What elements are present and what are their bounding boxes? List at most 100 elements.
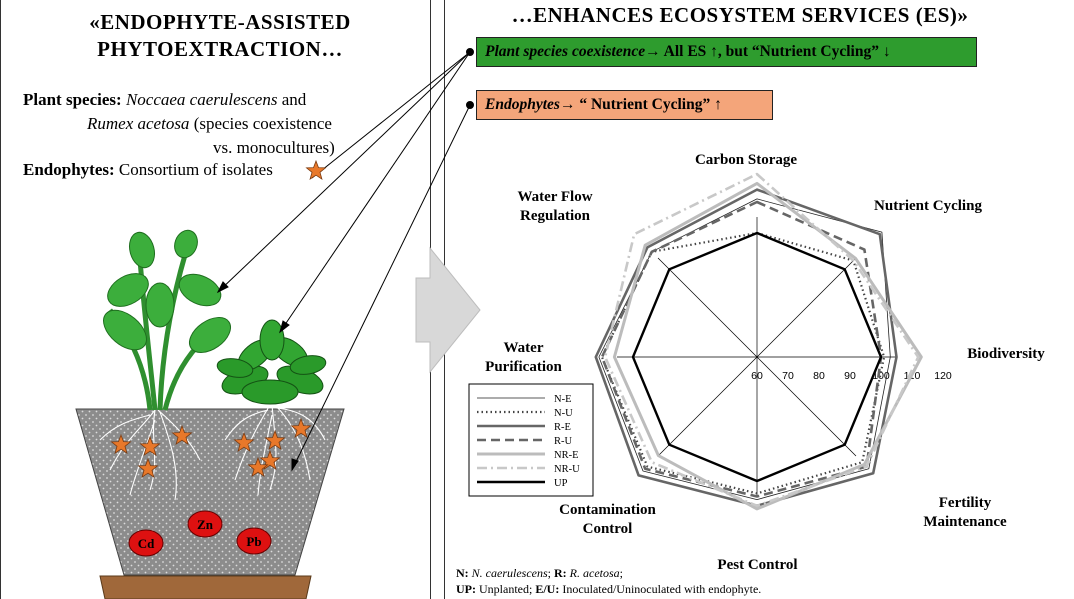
- plant-species-line1: Plant species: Noccaea caerulescens and: [23, 88, 306, 112]
- radar-legend: N-E N-U R-E R-U NR-E NR-U UP: [468, 383, 594, 497]
- legend-label: NR-U: [554, 464, 580, 475]
- legend-label: N-E: [554, 394, 572, 405]
- plant-name-noccaea: Noccaea caerulescens: [125, 90, 278, 109]
- root: [99, 414, 151, 441]
- endophytes-line: Endophytes: Consortium of isolates: [23, 158, 273, 182]
- radar-axis-label-line: Water: [503, 340, 544, 356]
- plant-name-rumex: Rumex acetosa: [87, 114, 190, 133]
- legend-label: NR-E: [554, 450, 579, 461]
- radar-series-n-u: [600, 231, 886, 495]
- root: [129, 419, 156, 496]
- radar-tick-label: 120: [934, 370, 952, 382]
- footnote-eu-label: E/U:: [535, 582, 560, 596]
- radar-axis-label-pest-control: Pest Control: [690, 556, 825, 575]
- footnote-line2: UP: Unplanted; E/U: Inoculated/Uninocula…: [456, 581, 761, 597]
- root: [159, 411, 177, 501]
- radar-axis-label-line: Fertility: [938, 495, 992, 511]
- endophytes-text: Consortium of isolates: [114, 160, 273, 179]
- left-title-line2: PHYTOEXTRACTION…: [97, 37, 343, 61]
- endophyte-star-icon: [247, 456, 269, 478]
- radar-series-up: [631, 231, 883, 483]
- radar-spoke: [657, 257, 758, 358]
- root: [275, 407, 326, 441]
- plant-species-line2: Rumex acetosa (species coexistence: [87, 112, 332, 136]
- radar-tick-label: 80: [813, 370, 825, 382]
- radar-tick-label: 60: [751, 370, 763, 382]
- root: [109, 409, 156, 471]
- radar-axis-label-line: Contamination: [559, 502, 656, 518]
- metal-marker: [128, 529, 164, 557]
- radar-series-nr-e: [612, 181, 923, 511]
- endophyte-star-icon: [139, 435, 161, 457]
- legend-label: R-E: [554, 422, 571, 433]
- radar-series-n-e: [598, 198, 891, 501]
- radar-axis-label-line: Purification: [485, 359, 562, 375]
- metal-label: Cd: [138, 536, 155, 551]
- root: [224, 409, 269, 441]
- rumex-plant: [216, 319, 327, 405]
- plant-roots: [99, 404, 326, 501]
- footnote-r-value: R. acetosa: [569, 566, 620, 580]
- root: [274, 404, 311, 481]
- footnote-n-label: N:: [456, 566, 469, 580]
- endophytes-rest: → “ Nutrient Cycling” ↑: [559, 96, 722, 113]
- connector-arrows: [216, 48, 474, 472]
- footnote-up-value: Unplanted;: [476, 582, 536, 596]
- metal-marker: [236, 527, 272, 555]
- endophyte-star-icon: [305, 159, 327, 181]
- radar-spoke: [657, 356, 758, 457]
- radar-axis-label-carbon-storage: Carbon Storage: [676, 151, 816, 170]
- endophyte-star-icon: [137, 457, 159, 479]
- radar-series-nr-u: [603, 172, 920, 508]
- pot-saucer: [99, 575, 312, 599]
- transition-arrow: [415, 246, 481, 374]
- legend-label: R-U: [554, 436, 573, 447]
- endophytes-label: Endophytes:: [23, 160, 115, 179]
- radar-axis-label-line: Control: [582, 521, 633, 537]
- radar-axis-label-line: Nutrient Cycling: [874, 198, 982, 214]
- radar-tick-label: 90: [844, 370, 856, 382]
- radar-axis-label-line: Regulation: [519, 208, 590, 224]
- legend-label: UP: [554, 478, 568, 489]
- footnote-eu-value: Inoculated/Uninoculated with endophyte.: [559, 582, 762, 596]
- left-title-line1: «ENDOPHYTE-ASSISTED: [89, 10, 351, 34]
- radar-axis-label-line: Pest Control: [717, 557, 798, 573]
- plant-species-label: Plant species:: [23, 90, 122, 109]
- radar-axis-label-line: Maintenance: [923, 514, 1007, 530]
- noccaea-plant: [103, 229, 231, 411]
- footnote-n-value: N. caerulescens: [471, 566, 548, 580]
- endophyte-star-icon: [290, 417, 312, 439]
- radar-axis-label-nutrient-cycling: Nutrient Cycling: [858, 197, 998, 216]
- endophyte-star-icon: [264, 429, 286, 451]
- radar-spoke: [756, 257, 857, 358]
- footnote-line1: N: N. caerulescens; R: R. acetosa;: [456, 566, 624, 580]
- endophyte-star-icon: [259, 449, 281, 471]
- metal-marker: [187, 510, 223, 538]
- endophyte-star-icon: [171, 424, 193, 446]
- legend-box: [468, 383, 594, 497]
- radar-spoke: [756, 356, 857, 457]
- coexistence-rest: → All ES ↑, but “Nutrient Cycling” ↓: [645, 43, 891, 60]
- endophyte-star-icon: [110, 433, 132, 455]
- root: [269, 404, 277, 491]
- plant-note1: (species coexistence: [189, 114, 332, 133]
- radar-axis-label-line: Carbon Storage: [694, 152, 798, 168]
- radar-axis-label-line: Biodiversity: [967, 346, 1045, 362]
- endophytes-italic: Endophytes: [485, 96, 560, 113]
- radar-axis-label-biodiversity: Biodiversity: [951, 345, 1061, 364]
- right-title: …ENHANCES ECOSYSTEM SERVICES (ES)»: [511, 3, 969, 27]
- plant-species-line3: vs. monocultures): [213, 138, 335, 157]
- legend-label: N-U: [554, 408, 573, 419]
- metal-label: Zn: [197, 517, 214, 532]
- radar-axis-label-line: Water Flow: [517, 189, 593, 205]
- left-title: «ENDOPHYTE-ASSISTED PHYTOEXTRACTION…: [40, 9, 400, 63]
- endophytes-box: Endophytes→ “ Nutrient Cycling” ↑: [476, 90, 773, 120]
- coexistence-italic: Plant species coexistence: [485, 43, 646, 60]
